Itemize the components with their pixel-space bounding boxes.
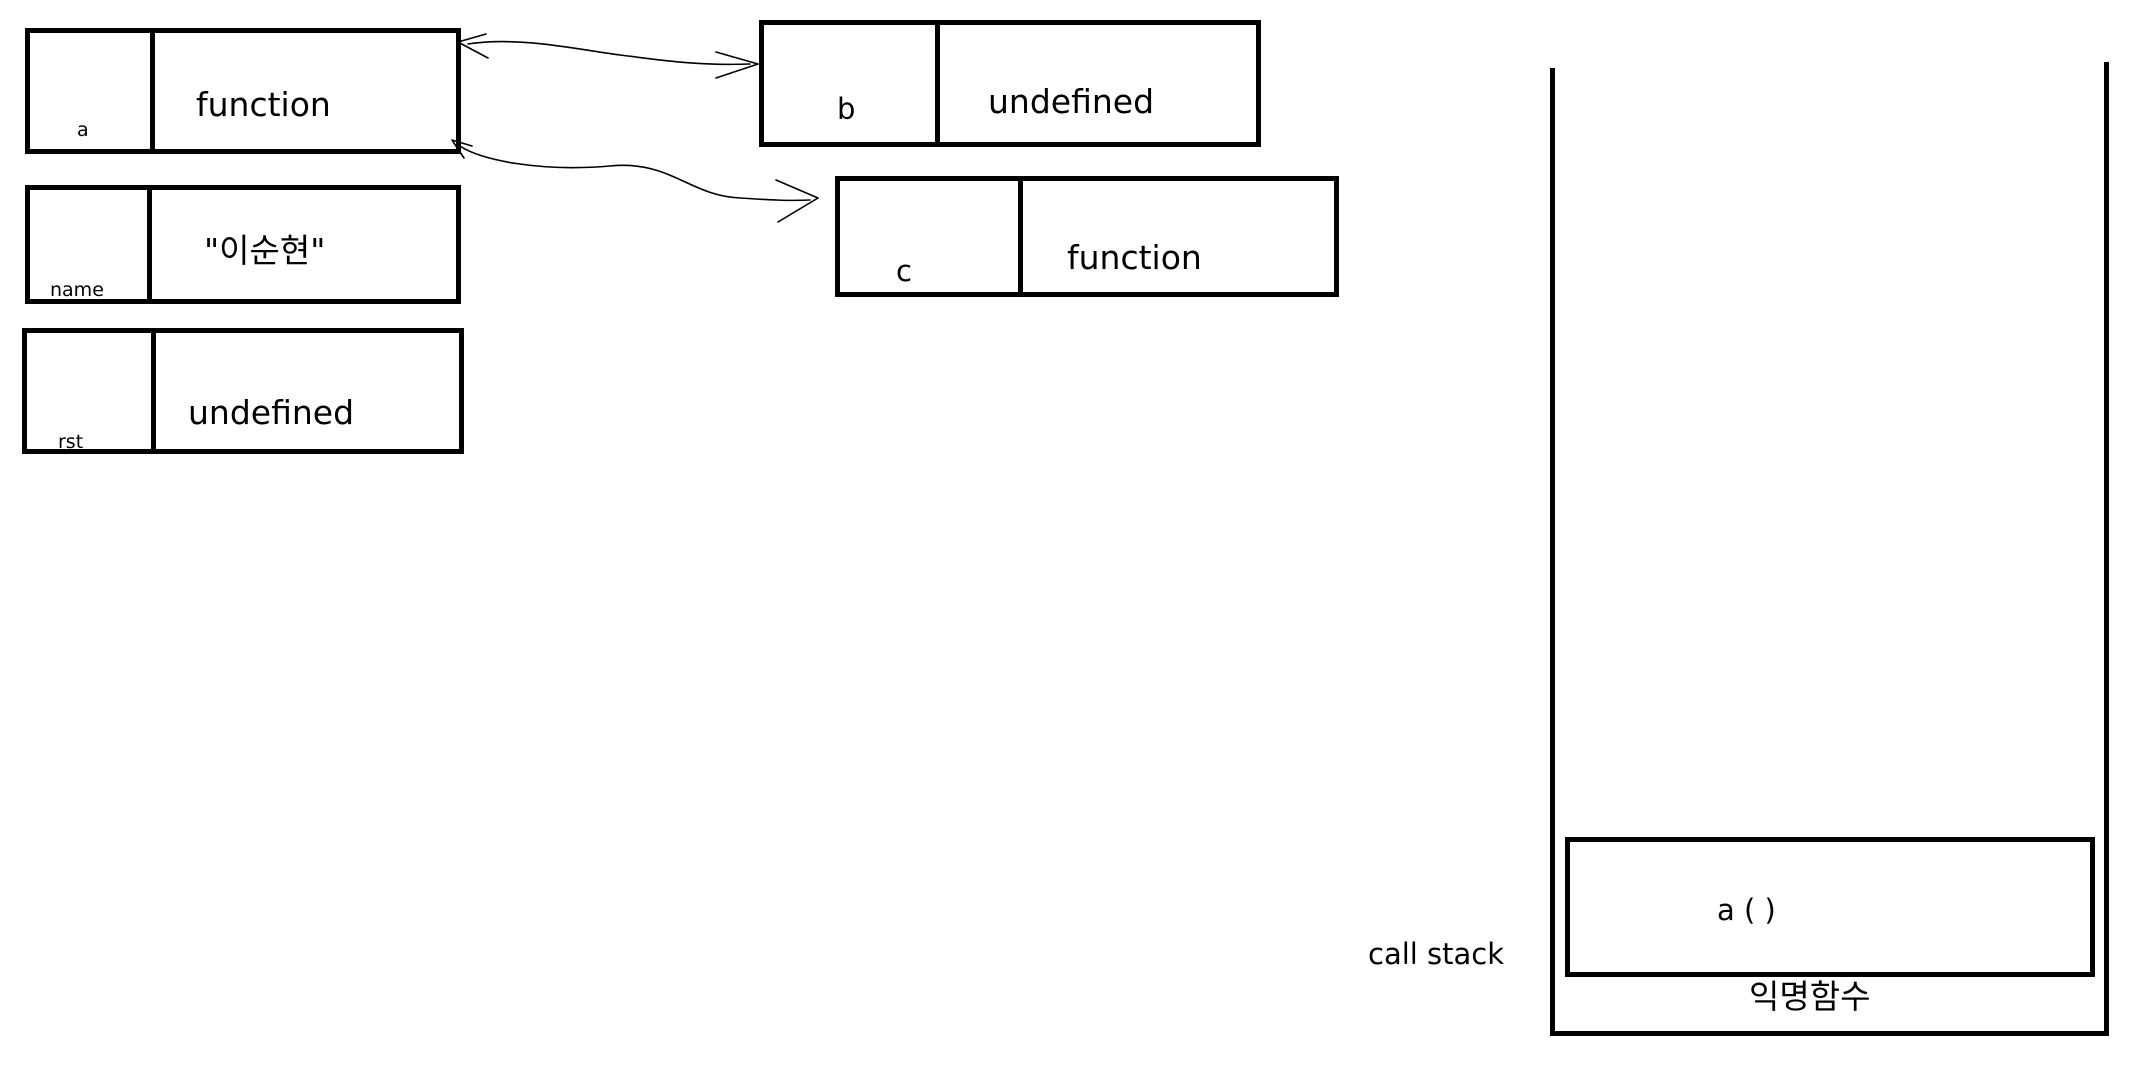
variable-box-name: name "이순현" [25,185,461,304]
call-stack-frame: a ( ) [1565,837,2095,977]
variable-box-a: a function [25,28,461,154]
box-divider [147,190,152,299]
variable-name-b: b [837,92,856,126]
arrowhead-b [715,51,759,79]
arrow-a-to-b [467,40,751,66]
variable-value-rst: undefined [188,393,355,432]
box-divider [935,25,940,142]
call-stack-title: call stack [1368,937,1505,971]
arrowhead-c [775,179,819,223]
variable-value-name: "이순현" [204,231,326,270]
variable-value-c: function [1067,238,1202,277]
arrow-a-to-c [459,145,811,202]
box-divider [151,333,156,449]
variable-box-rst: rst undefined [22,328,464,454]
box-divider [150,33,155,149]
call-stack-frame-label: a ( ) [1717,893,1776,927]
call-stack-right-wall [2104,62,2109,1036]
call-stack-bottom [1550,1031,2109,1036]
box-divider [1018,181,1023,292]
arrowhead-a-top [457,33,489,59]
variable-box-b: b undefined [759,20,1261,147]
variable-box-c: c function [835,176,1339,297]
variable-name-c: c [896,254,912,288]
variable-name-a: a [77,119,89,141]
call-stack-left-wall [1550,68,1555,1036]
call-stack-base-label: 익명함수 [1749,977,1871,1016]
variable-name-name: name [50,279,104,301]
variable-value-a: function [196,85,331,124]
variable-value-b: undefined [988,82,1155,121]
variable-name-rst: rst [58,431,84,453]
